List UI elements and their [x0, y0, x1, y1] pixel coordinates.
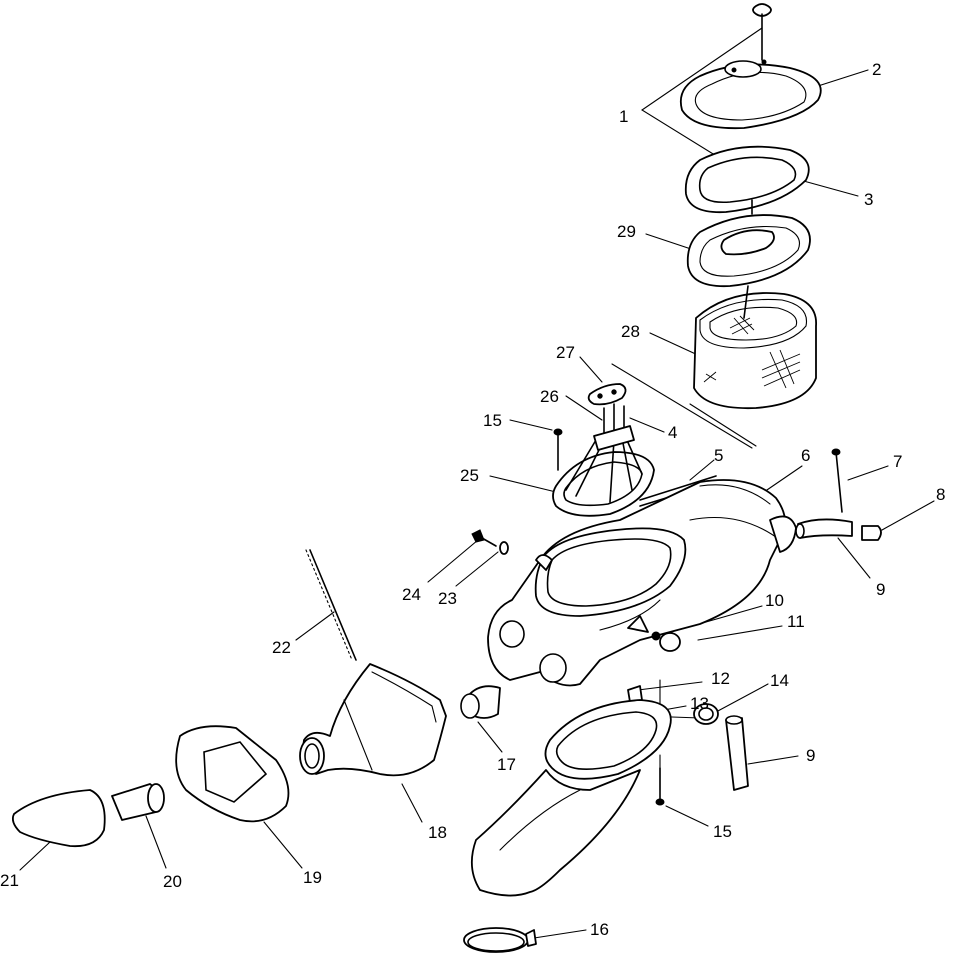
fitting-10 — [651, 631, 661, 641]
callout-12: 12 — [711, 669, 730, 688]
leader-lines — [19, 27, 935, 939]
callout-24: 24 — [402, 585, 421, 604]
callout-7: 7 — [893, 452, 902, 471]
callout-21: 21 — [0, 871, 19, 890]
callout-9a: 9 — [876, 580, 885, 599]
callout-6: 6 — [801, 446, 810, 465]
callout-15a: 15 — [483, 411, 502, 430]
intake-boot-18 — [299, 663, 447, 777]
gasket-3 — [684, 145, 810, 214]
callout-25: 25 — [460, 466, 479, 485]
cap-21 — [11, 789, 106, 848]
callout-labels: 1 2 3 29 28 27 26 15 4 25 5 6 7 8 9 24 2… — [0, 60, 945, 939]
washer-23 — [499, 541, 509, 555]
callout-9b: 9 — [806, 746, 815, 765]
callout-5: 5 — [714, 446, 723, 465]
screw-15a — [553, 428, 563, 471]
callout-16: 16 — [590, 920, 609, 939]
callout-14: 14 — [770, 671, 789, 690]
hose-9b — [725, 715, 749, 791]
callout-8: 8 — [936, 485, 945, 504]
bolt-7 — [831, 448, 843, 513]
sleeve-20 — [111, 783, 165, 821]
callout-17: 17 — [497, 755, 516, 774]
coupler-17 — [460, 685, 501, 719]
callout-3: 3 — [864, 190, 873, 209]
air-filter-28 — [693, 285, 817, 410]
clamp-16 — [463, 927, 537, 953]
precleaner-29 — [686, 199, 811, 288]
callout-27: 27 — [556, 343, 575, 362]
callout-23: 23 — [438, 589, 457, 608]
screw-24 — [471, 529, 497, 547]
flange-19 — [175, 725, 290, 823]
callout-19: 19 — [303, 868, 322, 887]
plate-27 — [587, 383, 627, 406]
clamp-14 — [693, 703, 719, 725]
studs-26 — [603, 403, 625, 437]
callout-2: 2 — [872, 60, 881, 79]
callout-11: 11 — [787, 612, 805, 631]
callout-29: 29 — [617, 222, 636, 241]
lower-duct — [470, 699, 672, 897]
strap-22 — [305, 549, 357, 661]
screw-15b — [655, 767, 665, 806]
airbox-cover-2 — [679, 59, 822, 130]
callout-13: 13 — [690, 694, 709, 713]
filter-cage-25 — [552, 425, 655, 517]
callout-20: 20 — [163, 872, 182, 891]
airbox-housing-6 — [487, 479, 797, 687]
callout-26: 26 — [540, 387, 559, 406]
callout-22: 22 — [272, 638, 291, 657]
callout-10: 10 — [765, 591, 784, 610]
callout-28: 28 — [621, 322, 640, 341]
hose-9a — [795, 518, 853, 539]
callout-15b: 15 — [713, 822, 732, 841]
callout-18: 18 — [428, 823, 447, 842]
callout-4: 4 — [668, 423, 677, 442]
callout-1: 1 — [619, 107, 628, 126]
cap-8 — [861, 525, 882, 541]
